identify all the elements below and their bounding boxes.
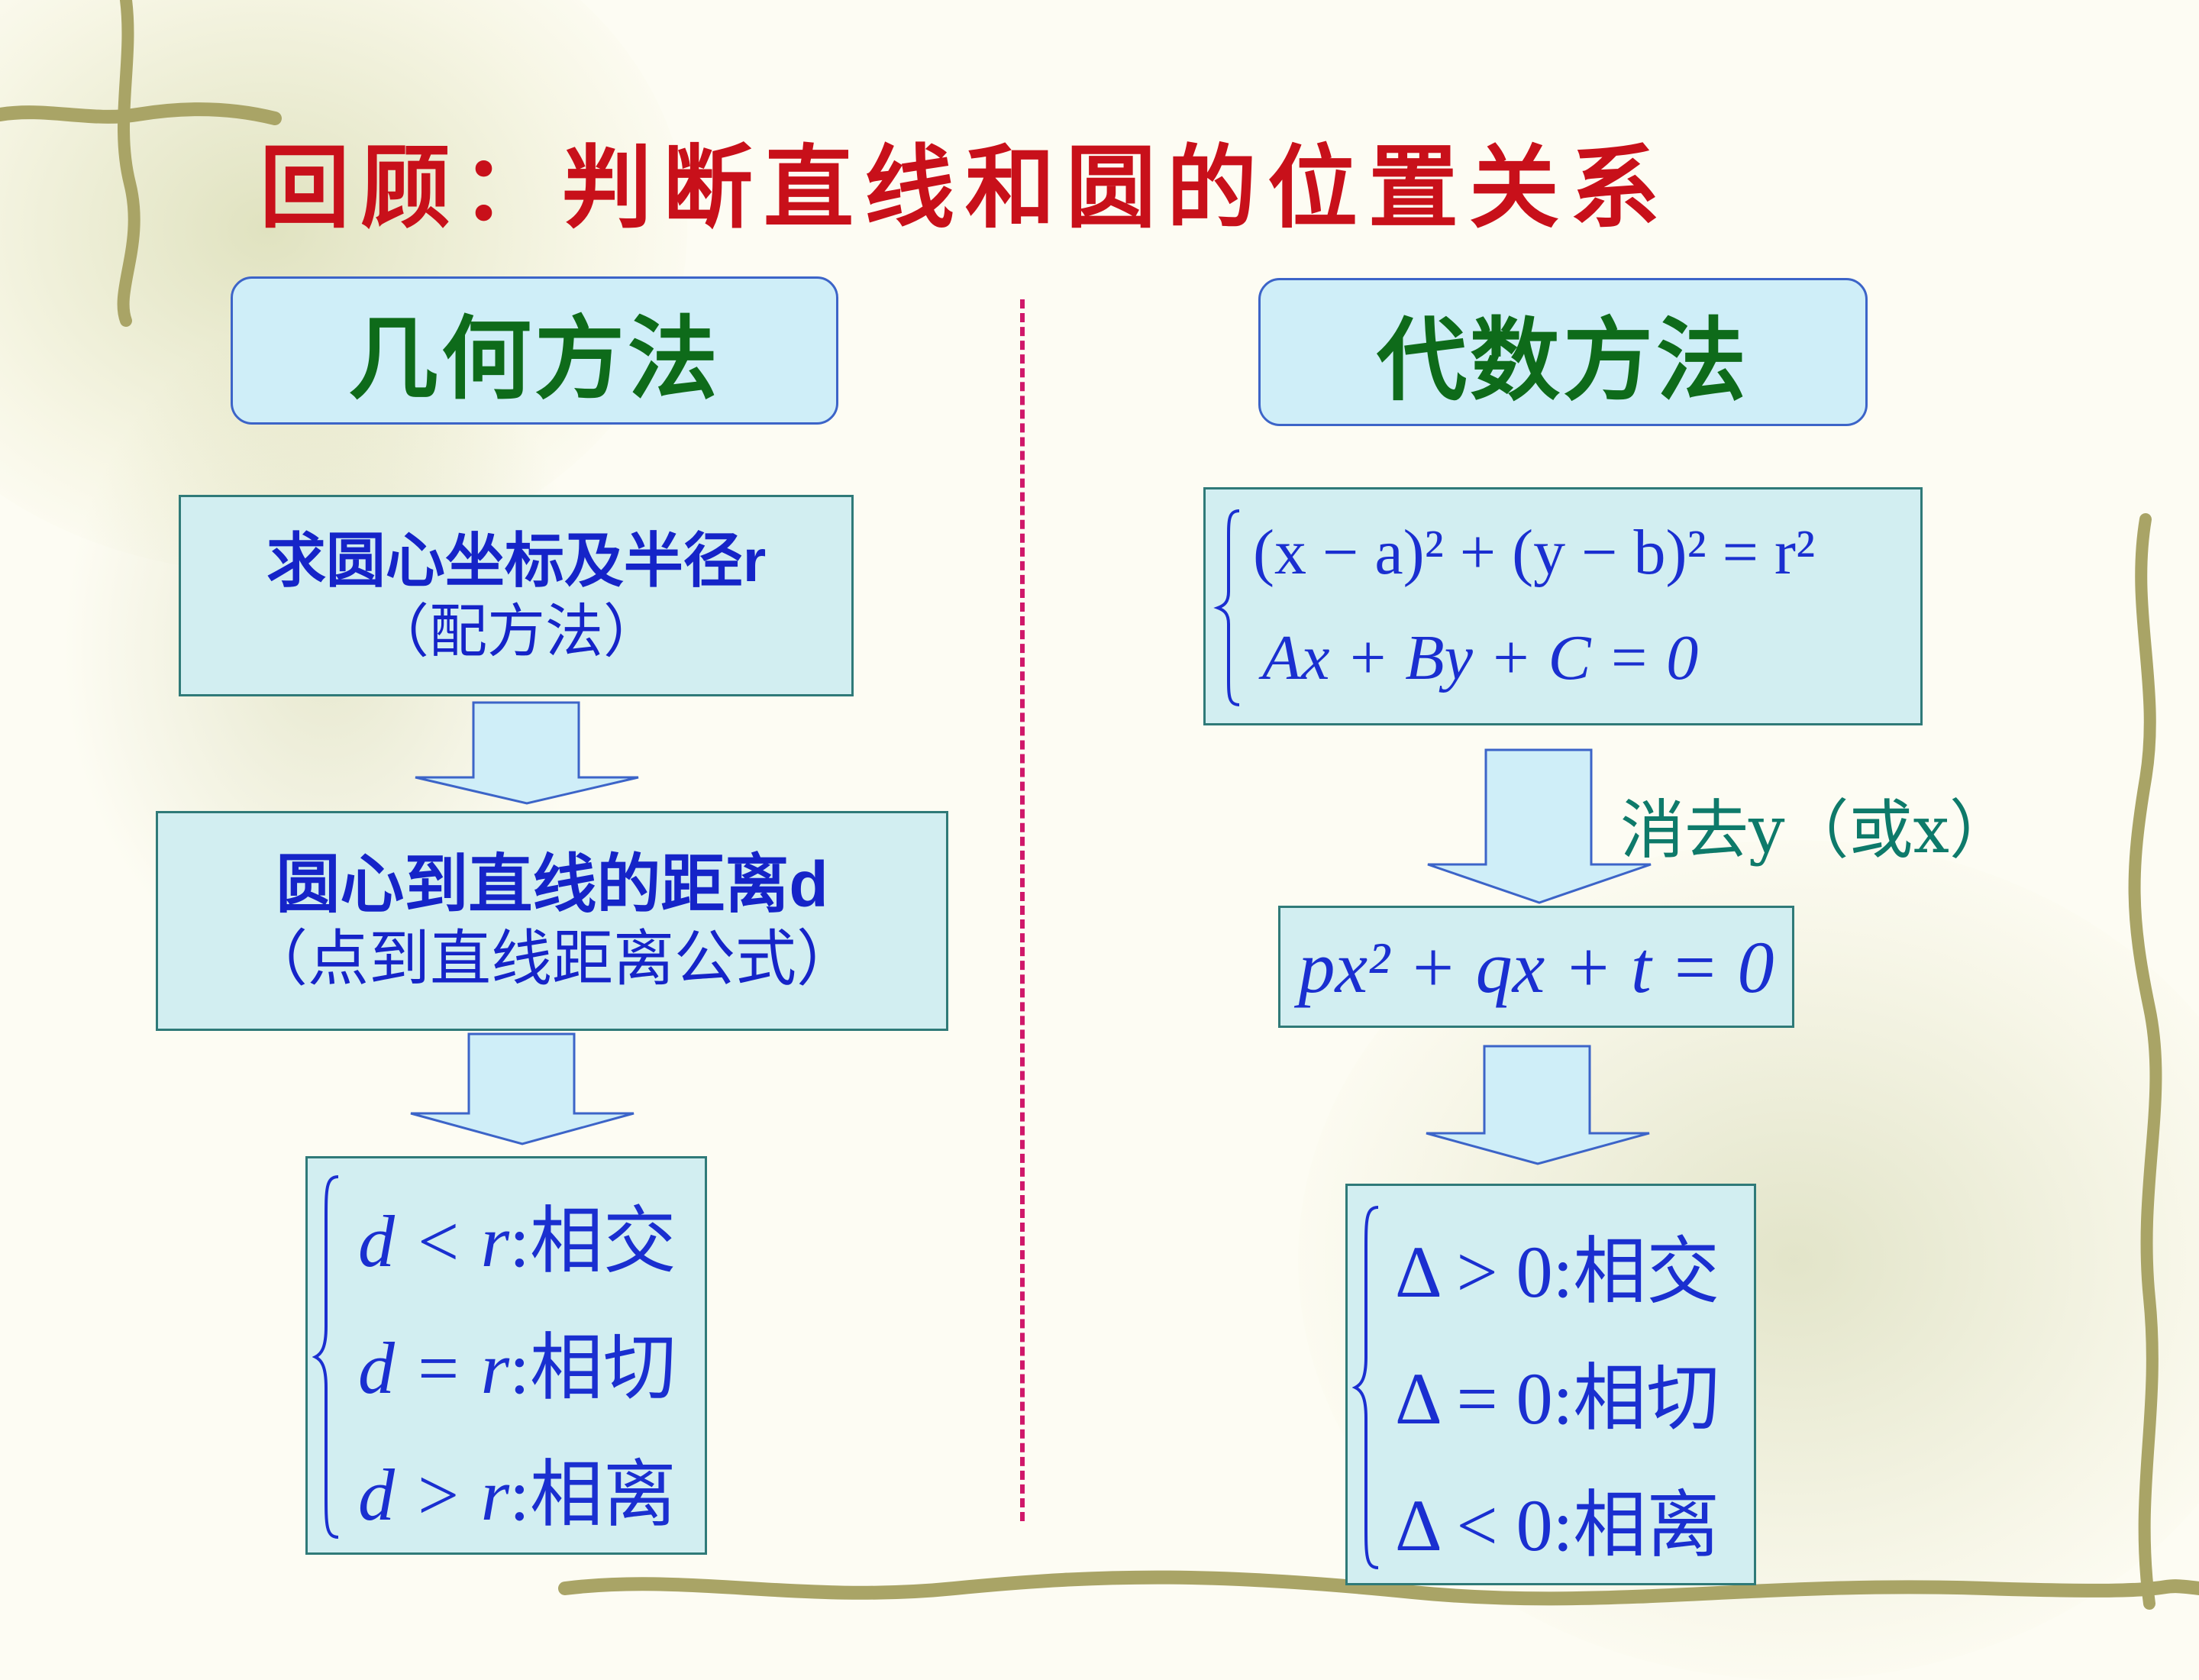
algebraic-method-header: 代数方法 bbox=[1258, 278, 1868, 426]
distance-text: 圆心到直线的距离d bbox=[276, 848, 828, 920]
left-brace-icon bbox=[312, 1175, 339, 1539]
distance-step: 圆心到直线的距离d （点到直线距离公式） bbox=[156, 811, 948, 1031]
equation-system-box: (x − a)² + (y − b)² = r² Ax + By + C = 0 bbox=[1203, 487, 1923, 725]
distance-formula-text: （点到直线距离公式） bbox=[247, 923, 857, 995]
left-brace-icon bbox=[1352, 1206, 1379, 1569]
case-result: 相切 bbox=[529, 1325, 676, 1410]
down-arrow-icon bbox=[1427, 748, 1652, 904]
case-result: 相交 bbox=[529, 1198, 676, 1284]
down-arrow-icon bbox=[410, 1032, 635, 1145]
quadratic-box: px² + qx + t = 0 bbox=[1278, 906, 1794, 1028]
case-condition: Δ > 0 bbox=[1395, 1231, 1553, 1313]
case-result: 相离 bbox=[1573, 1482, 1720, 1568]
eliminate-variable-label: 消去y（或x） bbox=[1620, 793, 2013, 867]
left-brace-icon bbox=[1213, 509, 1240, 706]
geometric-cases-box: d < r:相交 d = r:相切 d > r:相离 bbox=[305, 1156, 707, 1555]
case-condition: Δ < 0 bbox=[1395, 1485, 1553, 1566]
algebraic-cases-box: Δ > 0:相交 Δ = 0:相切 Δ < 0:相离 bbox=[1345, 1184, 1756, 1585]
algebraic-case-separate: Δ < 0:相离 bbox=[1395, 1482, 1720, 1568]
center-divider bbox=[1020, 299, 1025, 1521]
page-title: 回顾：判断直线和圆的位置关系 bbox=[260, 134, 1671, 241]
case-condition: d = r bbox=[358, 1327, 510, 1409]
center-radius-step: 求圆心坐标及半径r （配方法） bbox=[179, 495, 854, 696]
case-result: 相切 bbox=[1573, 1355, 1720, 1441]
center-radius-text: 求圆心坐标及半径r bbox=[266, 526, 767, 594]
geometric-case-separate: d > r:相离 bbox=[358, 1452, 676, 1537]
down-arrow-icon bbox=[415, 701, 639, 805]
algebraic-method-label: 代数方法 bbox=[1376, 307, 1749, 413]
geometric-case-intersect: d < r:相交 bbox=[358, 1198, 676, 1284]
case-result: 相交 bbox=[1573, 1229, 1720, 1314]
case-condition: d < r bbox=[358, 1200, 510, 1282]
complete-square-text: （配方法） bbox=[371, 597, 661, 666]
geometric-case-tangent: d = r:相切 bbox=[358, 1325, 676, 1410]
algebraic-case-intersect: Δ > 0:相交 bbox=[1395, 1229, 1720, 1314]
algebraic-case-tangent: Δ = 0:相切 bbox=[1395, 1355, 1720, 1441]
case-condition: d > r bbox=[358, 1454, 510, 1536]
down-arrow-icon bbox=[1426, 1045, 1650, 1165]
quadratic-equation: px² + qx + t = 0 bbox=[1298, 926, 1774, 1008]
geometric-method-header: 几何方法 bbox=[231, 276, 838, 425]
geometric-method-label: 几何方法 bbox=[347, 305, 721, 412]
case-result: 相离 bbox=[529, 1452, 676, 1537]
circle-equation: (x − a)² + (y − b)² = r² bbox=[1253, 517, 1816, 588]
case-condition: Δ = 0 bbox=[1395, 1358, 1553, 1439]
line-equation: Ax + By + C = 0 bbox=[1262, 622, 1699, 693]
